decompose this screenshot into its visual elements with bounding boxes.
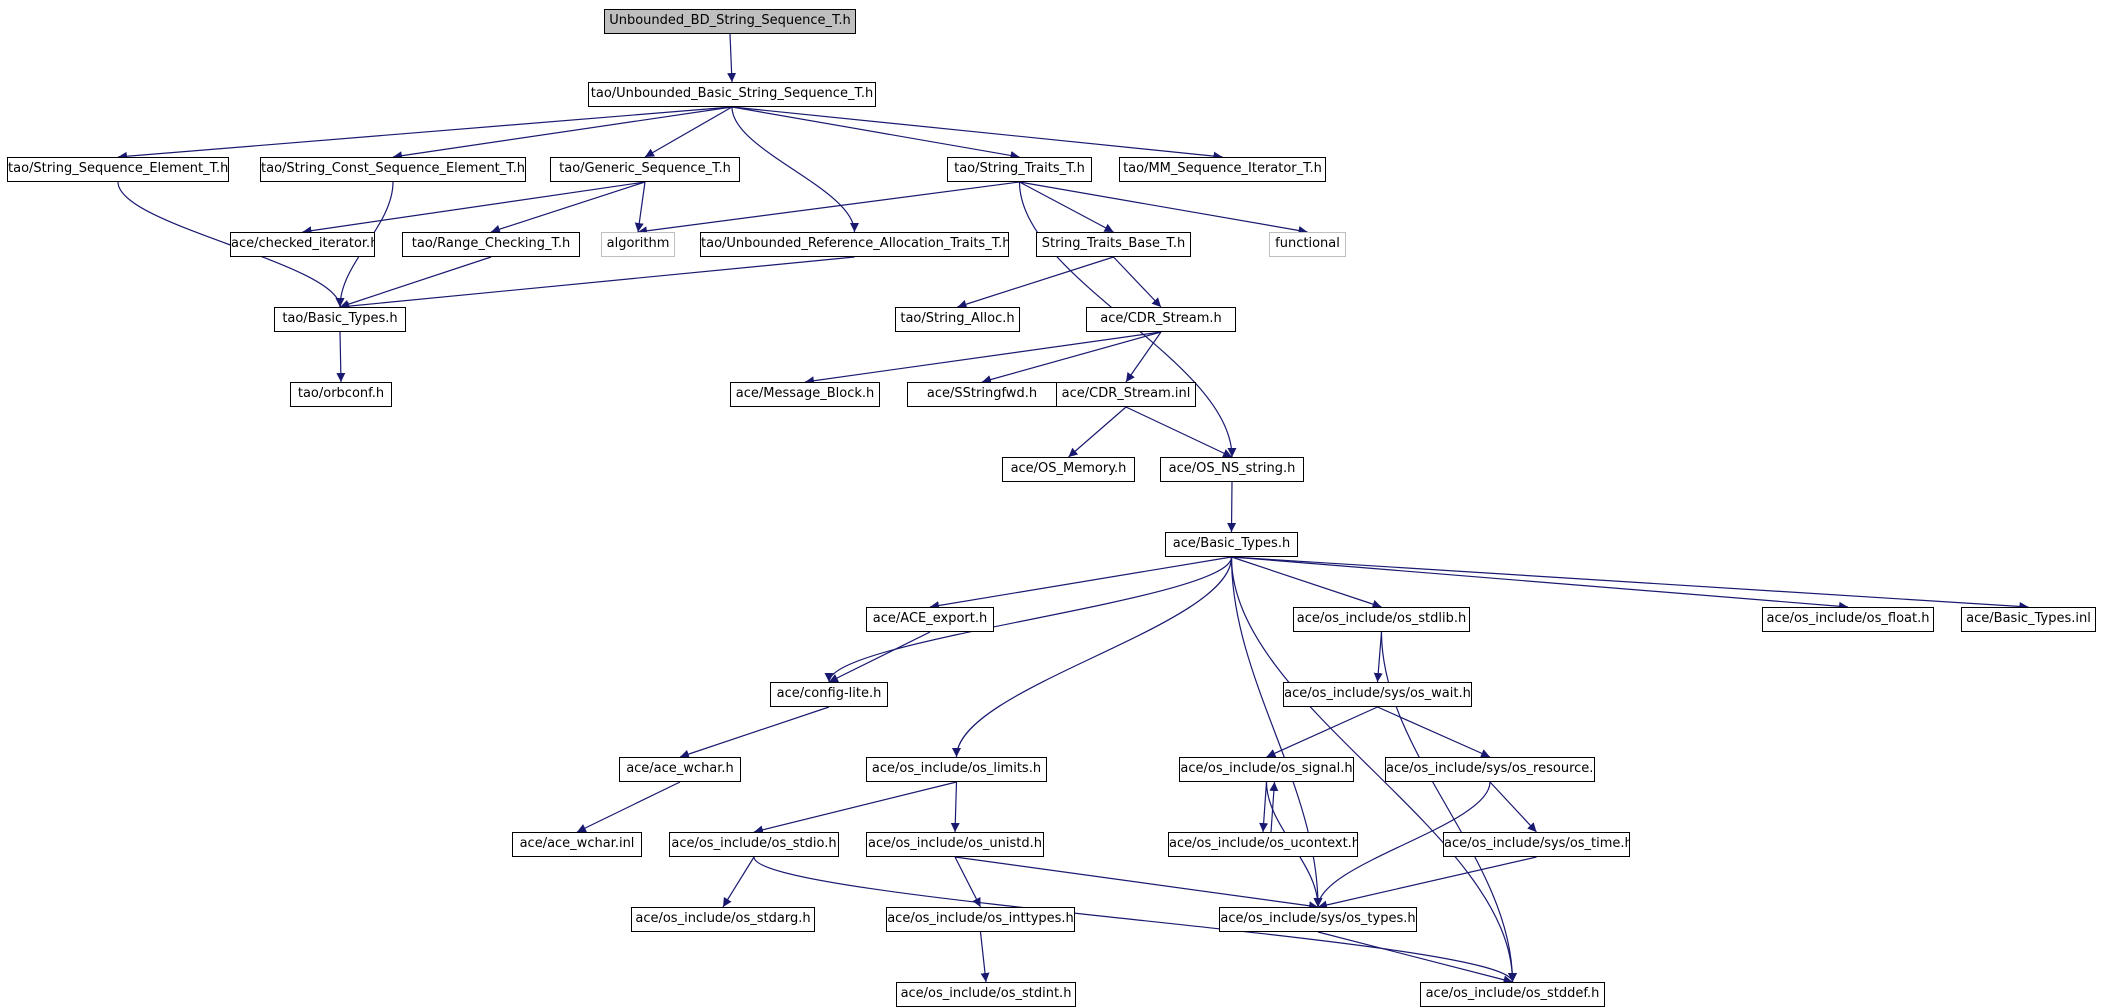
edge-ubss-to-scse [392, 106, 733, 161]
edge-unistd-to-inttypes [954, 856, 982, 908]
edge-uctx-to-signal [1269, 781, 1279, 833]
node-message-block[interactable]: ace/Message_Block.h [730, 382, 880, 407]
node-generic-sequence[interactable]: tao/Generic_Sequence_T.h [550, 157, 740, 182]
node-os-stdint[interactable]: ace/os_include/os_stdint.h [896, 982, 1076, 1007]
node-range-checking[interactable]: tao/Range_Checking_T.h [402, 232, 580, 257]
node-algorithm-external: algorithm [601, 232, 675, 257]
node-os-ns-string[interactable]: ace/OS_NS_string.h [1160, 457, 1304, 482]
edge-osns-to-abt [1227, 481, 1237, 533]
node-mm-sequence-iterator[interactable]: tao/MM_Sequence_Iterator_T.h [1119, 157, 1326, 182]
edge-types-to-stddef [1317, 931, 1513, 985]
edge-cdr-to-cdri [1125, 331, 1162, 383]
node-os-unistd[interactable]: ace/os_include/os_unistd.h [866, 832, 1044, 857]
node-string-sequence-element[interactable]: tao/String_Sequence_Element_T.h [7, 157, 229, 182]
edge-time-to-types [1317, 856, 1537, 910]
edge-tbt-to-orb [336, 331, 346, 383]
edge-gs-to-rc [490, 181, 646, 234]
node-sstringfwd[interactable]: ace/SStringfwd.h [907, 382, 1057, 407]
edge-urat-to-tbt [339, 256, 855, 311]
edge-cdr-to-ssf [981, 331, 1162, 384]
edge-limits-to-unistd [950, 781, 960, 833]
edge-stdlib-to-wait [1373, 631, 1383, 683]
node-os-memory[interactable]: ace/OS_Memory.h [1002, 457, 1135, 482]
node-tao-basic-types[interactable]: tao/Basic_Types.h [274, 307, 406, 332]
node-string-traits[interactable]: tao/String_Traits_T.h [947, 157, 1092, 182]
node-unbounded-basic-string-sequence[interactable]: tao/Unbounded_Basic_String_Sequence_T.h [588, 82, 876, 107]
node-os-signal[interactable]: ace/os_include/os_signal.h [1179, 757, 1354, 782]
edge-gs-to-alg [634, 181, 646, 233]
edge-ubss-to-st [731, 106, 1020, 160]
node-config-lite[interactable]: ace/config-lite.h [770, 682, 888, 707]
node-orbconf[interactable]: tao/orbconf.h [290, 382, 392, 407]
edge-stb-to-sa [957, 256, 1114, 309]
node-cdr-stream-inl[interactable]: ace/CDR_Stream.inl [1056, 382, 1196, 407]
edge-sse-to-tbt [117, 181, 345, 308]
node-os-stddef[interactable]: ace/os_include/os_stddef.h [1420, 982, 1605, 1007]
edge-abt-to-stddef [1230, 556, 1517, 983]
edge-abt-to-stdlib [1231, 556, 1382, 609]
edge-abt-to-types [1230, 556, 1323, 908]
edge-ubss-to-sse [117, 106, 733, 161]
edge-aexp-to-cfg [828, 631, 931, 683]
edge-wchar-to-wchari [576, 781, 681, 833]
node-os-inttypes[interactable]: ace/os_include/os_inttypes.h [886, 907, 1075, 932]
edge-cdr-to-mb [804, 331, 1162, 386]
node-os-wait[interactable]: ace/os_include/sys/os_wait.h [1283, 682, 1472, 707]
node-ace-wchar[interactable]: ace/ace_wchar.h [619, 757, 741, 782]
edge-limits-to-stdio [753, 781, 957, 835]
node-os-stdio[interactable]: ace/os_include/os_stdio.h [669, 832, 839, 857]
edge-st-to-func [1019, 181, 1308, 235]
node-os-ucontext[interactable]: ace/os_include/os_ucontext.h [1168, 832, 1358, 857]
edge-abt-to-cfg [824, 556, 1233, 683]
edge-cfg-to-wchar [679, 706, 830, 759]
edge-signal-to-uctx [1259, 781, 1269, 833]
node-os-types[interactable]: ace/os_include/sys/os_types.h [1219, 907, 1417, 932]
node-ace-basic-types-inl[interactable]: ace/Basic_Types.inl [1961, 607, 2096, 632]
node-unbounded-reference-allocation-traits[interactable]: tao/Unbounded_Reference_Allocation_Trait… [700, 232, 1009, 257]
edge-stb-to-cdr [1113, 256, 1162, 308]
edge-ubss-to-mmsi [731, 106, 1223, 161]
edge-abt-to-limits [952, 556, 1233, 758]
edge-ubss-to-urat [731, 106, 859, 233]
root-node-unbounded-bd-string-sequence[interactable]: Unbounded_BD_String_Sequence_T.h [604, 9, 856, 34]
edge-st-to-alg [637, 181, 1020, 236]
edge-ubss-to-gs [644, 106, 733, 158]
edge-inttypes-to-stdint [979, 931, 990, 983]
node-os-time[interactable]: ace/os_include/sys/os_time.h [1443, 832, 1630, 857]
edge-cdri-to-osm [1068, 406, 1127, 458]
edge-wait-to-res [1377, 706, 1491, 758]
edge-gs-to-ci [302, 181, 646, 236]
edge-unistd-to-types [954, 856, 1319, 911]
edge-abt-to-aexp [929, 556, 1232, 610]
edge-rc-to-tbt [339, 256, 492, 309]
edge-stdlib-to-stddef [1380, 631, 1517, 983]
node-cdr-stream[interactable]: ace/CDR_Stream.h [1086, 307, 1236, 332]
edge-abt-to-float [1231, 556, 1849, 611]
node-checked-iterator[interactable]: ace/checked_iterator.h [230, 232, 375, 257]
edge-res-to-time [1489, 781, 1537, 833]
node-functional-external: functional [1269, 232, 1346, 257]
edge-res-to-types [1313, 781, 1491, 908]
edge-stdio-to-stddef [753, 856, 1517, 983]
node-string-alloc[interactable]: tao/String_Alloc.h [895, 307, 1020, 332]
node-ace-basic-types[interactable]: ace/Basic_Types.h [1165, 532, 1298, 557]
edge-cdri-to-osns [1125, 406, 1233, 458]
node-string-const-sequence-element[interactable]: tao/String_Const_Sequence_Element_T.h [260, 157, 526, 182]
edge-root-to-ubss [727, 33, 737, 83]
node-os-resource[interactable]: ace/os_include/sys/os_resource.h [1385, 757, 1595, 782]
node-ace-wchar-inl[interactable]: ace/ace_wchar.inl [512, 832, 642, 857]
node-ace-export[interactable]: ace/ACE_export.h [866, 607, 994, 632]
node-os-float[interactable]: ace/os_include/os_float.h [1762, 607, 1934, 632]
node-os-stdlib[interactable]: ace/os_include/os_stdlib.h [1293, 607, 1470, 632]
edge-abt-to-abti [1231, 556, 2029, 611]
edge-wait-to-signal [1266, 706, 1378, 758]
edge-st-to-stb [1019, 181, 1114, 233]
node-os-stdarg[interactable]: ace/os_include/os_stdarg.h [631, 907, 815, 932]
node-string-traits-base[interactable]: String_Traits_Base_T.h [1036, 232, 1191, 257]
node-os-limits[interactable]: ace/os_include/os_limits.h [866, 757, 1047, 782]
edge-stdio-to-stdarg [722, 856, 755, 908]
